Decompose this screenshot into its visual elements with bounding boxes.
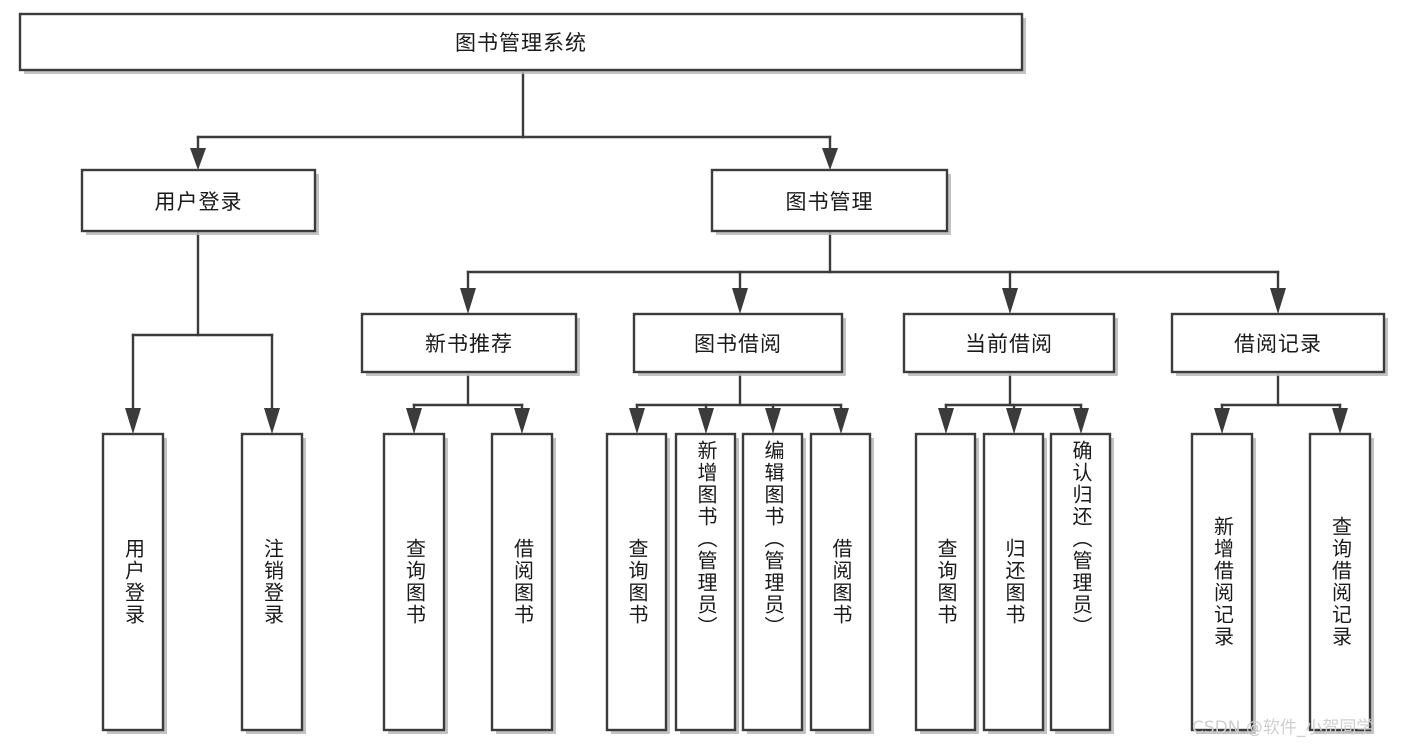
leaf-br-query-record[interactable] (1308, 432, 1372, 732)
arrow-head-cb-confirm (1073, 408, 1089, 434)
node-borrow-record[interactable] (1170, 312, 1386, 374)
arrow-head-bb-edit (765, 408, 781, 434)
arrow-head-bb-borrow (833, 408, 849, 434)
node-new-book-recommend[interactable] (360, 312, 578, 374)
leaf-bb-edit-book[interactable] (741, 432, 804, 732)
arrow-head-cb-return (1006, 408, 1022, 434)
edge-group-new-book-recommend (406, 373, 530, 434)
arrow-head-br-add (1214, 408, 1230, 434)
edge-group-user-login (125, 231, 280, 434)
leaf-nbr-query-book[interactable] (382, 432, 446, 732)
arrow-head-bb-add (698, 408, 714, 434)
arrow-head-user-login (190, 148, 206, 170)
leaf-cb-confirm-return[interactable] (1049, 432, 1112, 732)
node-root[interactable] (18, 12, 1024, 72)
arrow-head-book-borrow (732, 288, 748, 314)
leaf-cb-return-book[interactable] (982, 432, 1045, 732)
leaf-nbr-borrow-book[interactable] (490, 432, 554, 732)
node-user-login[interactable] (80, 168, 317, 233)
leaf-bb-borrow-book[interactable] (809, 432, 872, 732)
edge-group-root (190, 71, 838, 170)
arrow-head-nbr-borrow (514, 408, 530, 434)
edge-group-book-borrow (629, 373, 849, 434)
edge-group-borrow-record (1214, 373, 1348, 434)
arrow-head-br-query (1332, 408, 1348, 434)
leaf-br-add-record[interactable] (1190, 432, 1254, 732)
leaf-bb-query-book[interactable] (605, 432, 668, 732)
arrow-head-cb-query (938, 408, 954, 434)
node-current-borrow[interactable] (902, 312, 1116, 374)
arrow-head-book-manage (822, 148, 838, 170)
arrow-head-bb-query (629, 408, 645, 434)
node-book-manage[interactable] (710, 168, 949, 233)
arrow-head-current-borrow (1002, 288, 1018, 314)
edge-group-current-borrow (938, 373, 1089, 434)
edge-group-book-manage (460, 231, 1286, 314)
arrow-head-leaf-user-login (125, 408, 141, 434)
node-book-borrow[interactable] (632, 312, 844, 374)
leaf-user-login[interactable] (101, 432, 165, 732)
arrow-head-nbr-query (406, 408, 422, 434)
leaf-logout[interactable] (240, 432, 304, 732)
arrow-head-leaf-logout (264, 408, 280, 434)
leaf-cb-query-book[interactable] (914, 432, 977, 732)
leaf-bb-add-book[interactable] (674, 432, 737, 732)
arrow-head-new-book (460, 288, 476, 314)
arrow-head-borrow-record (1270, 288, 1286, 314)
